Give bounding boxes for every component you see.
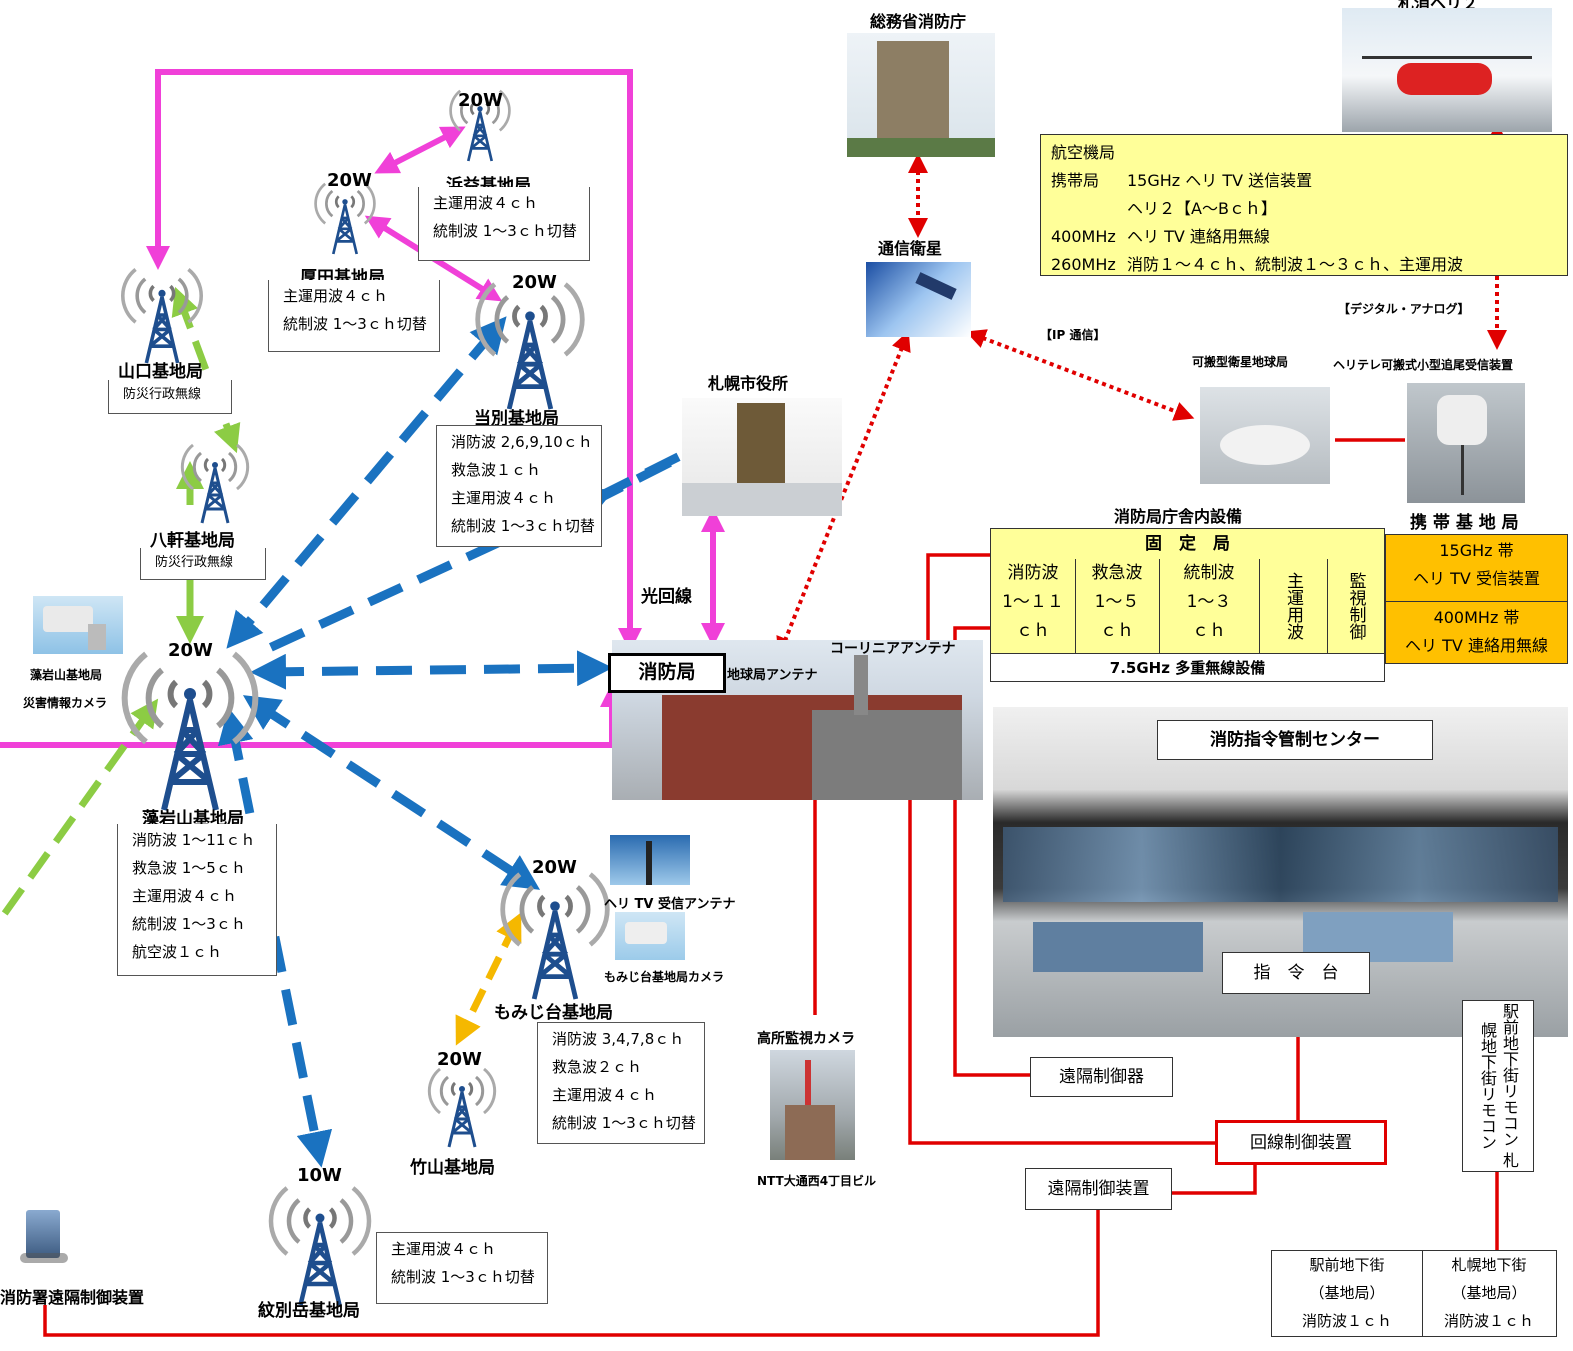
underground-remote-label: 駅前地下街リモコン 札幌地下街リモコン	[1462, 1000, 1534, 1172]
line-controller-label: 回線制御装置	[1215, 1120, 1387, 1165]
high-camera-label: 高所監視カメラ	[757, 1028, 855, 1048]
atsuta-power: 20W	[327, 170, 372, 191]
console-label: 指 令 台	[1222, 952, 1370, 994]
equipment-title: 消防局庁舎内設備	[1114, 503, 1242, 527]
tobetsu-info: 消防波 2,6,9,10ｃｈ 救急波１ｃｈ 主運用波４ｃｈ 統制波 1〜3ｃｈ切…	[436, 425, 602, 547]
portable-earth-station-label: 可搬型衛星地球局	[1192, 353, 1288, 370]
optical-line-label: 光回線	[641, 582, 692, 607]
remote-controller-label: 遠隔制御器	[1030, 1057, 1173, 1097]
underground-table: 駅前地下街 （基地局） 消防波１ｃｈ 札幌地下街 （基地局） 消防波１ｃｈ	[1271, 1250, 1557, 1337]
momiji-info: 消防波 3,4,7,8ｃｈ 救急波２ｃｈ 主運用波４ｃｈ 統制波 1〜3ｃｈ切替	[537, 1022, 705, 1144]
fixed-col-ambulance: 救急波 1〜５ ｃｈ	[1075, 559, 1160, 653]
atsuta-info: 主運用波４ｃｈ 統制波 1〜3ｃｈ切替	[268, 280, 440, 352]
hamamasu-info: 主運用波４ｃｈ 統制波 1〜3ｃｈ切替	[418, 187, 590, 261]
moiwa-camera-label-1: 藻岩山基地局	[30, 666, 102, 683]
tower-icon	[503, 874, 608, 999]
monbetsu-info: 主運用波４ｃｈ 統制波 1〜3ｃｈ切替	[376, 1232, 548, 1304]
helicopter-photo	[1342, 8, 1552, 132]
momiji-camera-photo	[615, 912, 685, 960]
fdma-building-photo	[847, 33, 995, 157]
tower-icon	[316, 184, 375, 254]
moiwa-camera-photo	[33, 596, 123, 654]
momiji-power: 20W	[532, 857, 577, 878]
digital-analog-label: 【デジタル・アナログ】	[1338, 300, 1470, 317]
multiplex-radio-label: 7.5GHz 多重無線設備	[991, 653, 1384, 682]
yamaguchi-name: 山口基地局	[118, 357, 203, 382]
city-hall-label: 札幌市役所	[708, 370, 788, 394]
remote-control-unit-label: 遠隔制御装置	[1025, 1168, 1172, 1210]
fixed-col-control: 統制波 1〜３ ｃｈ	[1159, 559, 1260, 653]
portable-base-label: 携 帯 基 地 局	[1410, 508, 1519, 533]
heli-tele-receiver-label: ヘリテレ可搬式小型追尾受信装置	[1333, 356, 1513, 373]
monbetsu-power: 10W	[297, 1165, 342, 1186]
fixed-col-fire: 消防波 1〜１１ ｃｈ	[991, 559, 1076, 653]
portable-base-box: 15GHz 帯 ヘリ TV 受信装置 400MHz 帯 ヘリ TV 連絡用無線	[1385, 534, 1568, 664]
moiwa-camera-label-2: 災害情報カメラ	[23, 694, 107, 711]
hamamasu-power: 20W	[458, 90, 503, 111]
momiji-camera-label: もみじ台基地局カメラ	[604, 968, 724, 985]
collinear-antenna-label: コーリニアアンテナ	[830, 638, 955, 658]
tower-icon	[478, 284, 583, 409]
fixed-station-table: 固 定 局 消防波 1〜１１ ｃｈ 救急波 1〜５ ｃｈ 統制波 1〜３ ｃｈ …	[990, 528, 1385, 682]
takeyama-power: 20W	[437, 1049, 482, 1070]
fixed-col-monitor: 監視制御	[1327, 559, 1384, 653]
momiji-name: もみじ台基地局	[494, 998, 613, 1023]
heli-antenna-photo	[610, 835, 690, 885]
tobetsu-power: 20W	[512, 272, 557, 293]
satellite-photo	[866, 262, 971, 337]
ntt-building-label: NTT大通西4丁目ビル	[757, 1172, 876, 1189]
heli-tele-receiver-photo	[1407, 383, 1525, 503]
fire-hq-label: 消防局	[608, 653, 726, 693]
earth-antenna-label: 地球局アンテナ	[727, 664, 817, 683]
heli-antenna-label: ヘリ TV 受信アンテナ	[604, 893, 735, 912]
underground-sapporo: 札幌地下街 （基地局） 消防波１ｃｈ	[1422, 1251, 1556, 1336]
moiwa-info: 消防波 1〜11ｃｈ 救急波 1〜5ｃｈ 主運用波４ｃｈ 統制波 1〜3ｃｈ 航…	[117, 824, 277, 976]
fixed-col-main-op: 主運用波	[1259, 559, 1328, 653]
takeyama-name: 竹山基地局	[410, 1153, 495, 1178]
tower-icon	[429, 1069, 494, 1147]
command-center-label: 消防指令管制センター	[1157, 720, 1433, 760]
ip-comm-label: 【IP 通信】	[1040, 326, 1105, 343]
ntt-building-photo	[770, 1050, 855, 1160]
yamaguchi-info: 防災行政無線	[108, 380, 232, 414]
portable-earth-station-photo	[1200, 387, 1330, 484]
server-icon	[18, 1205, 70, 1265]
station-remote-label: 消防署遠隔制御装置	[0, 1284, 144, 1308]
tower-icon	[271, 1188, 369, 1305]
hachiken-info: 防災行政無線	[140, 548, 266, 580]
fdma-label: 総務省消防庁	[870, 8, 966, 32]
moiwa-power: 20W	[168, 640, 213, 661]
monbetsu-name: 紋別岳基地局	[258, 1296, 360, 1321]
satellite-label: 通信衛星	[878, 235, 942, 259]
city-hall-photo	[682, 398, 842, 516]
underground-ekimae: 駅前地下街 （基地局） 消防波１ｃｈ	[1272, 1251, 1423, 1336]
